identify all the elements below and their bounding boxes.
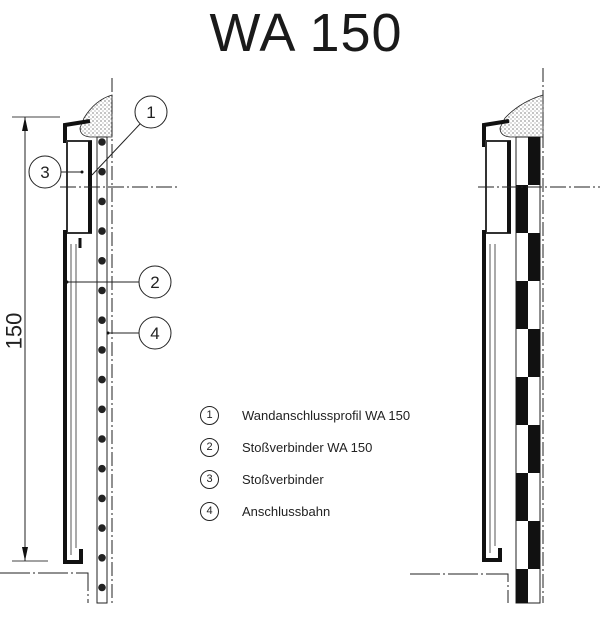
profile-lower	[63, 230, 83, 564]
callout-1	[134, 95, 168, 129]
callout-2	[138, 265, 172, 299]
membrane-dot	[98, 286, 106, 295]
membrane-dot	[98, 464, 106, 473]
checker-block	[528, 137, 540, 185]
legend-item: 4 Anschlussbahn	[200, 501, 330, 521]
callout-1-label: 1	[146, 103, 155, 122]
checker-block	[516, 185, 528, 233]
membrane-dot	[98, 583, 106, 592]
membrane-dot	[98, 316, 106, 325]
legend-item: 3 Stoßverbinder	[200, 469, 324, 489]
membrane-dot	[98, 346, 106, 354]
legend-number: 1	[200, 405, 219, 425]
right-section-detail	[410, 68, 600, 604]
checker-block	[528, 233, 540, 281]
drawing-title: WA 150	[209, 3, 403, 63]
profile-top-flange	[63, 119, 91, 143]
checker-block	[516, 377, 528, 425]
membrane-dot	[98, 375, 106, 384]
legend-label: Stoßverbinder	[242, 471, 324, 487]
callout-3-label: 3	[40, 163, 49, 182]
left-section-detail: 1 3 2 4	[0, 78, 180, 604]
legend-label: Stoßverbinder WA 150	[242, 439, 373, 455]
sealant	[79, 94, 113, 138]
membrane-dot	[98, 554, 106, 562]
membrane-strip	[96, 136, 108, 604]
checker-block	[516, 569, 528, 603]
legend-item: 1 Wandanschlussprofil WA 150	[200, 405, 410, 425]
membrane-dots	[98, 138, 106, 592]
callout-3	[28, 155, 62, 189]
checker-blocks	[516, 137, 540, 603]
membrane-dot	[98, 138, 106, 146]
legend-item: 2 Stoßverbinder WA 150	[200, 437, 372, 457]
checker-block	[528, 521, 540, 569]
callout-4-label: 4	[150, 324, 159, 343]
checker-block	[528, 329, 540, 377]
checker-block	[528, 425, 540, 473]
legend-label: Wandanschlussprofil WA 150	[242, 407, 411, 423]
membrane-dot	[98, 524, 106, 532]
membrane-dot	[98, 257, 106, 265]
callout-4	[138, 316, 172, 350]
membrane-dot	[98, 227, 106, 235]
membrane-dot	[98, 494, 106, 503]
membrane-dot	[98, 167, 106, 176]
legend-number: 4	[200, 501, 219, 521]
callout-2-label: 2	[150, 273, 159, 292]
legend-number: 2	[200, 437, 219, 457]
membrane-dot	[98, 197, 106, 206]
checker-block	[516, 281, 528, 329]
membrane-dot	[98, 405, 106, 414]
legend-label: Anschlussbahn	[242, 503, 331, 519]
legend-number: 3	[200, 469, 219, 489]
membrane-dot	[98, 435, 106, 443]
checker-block	[516, 473, 528, 521]
